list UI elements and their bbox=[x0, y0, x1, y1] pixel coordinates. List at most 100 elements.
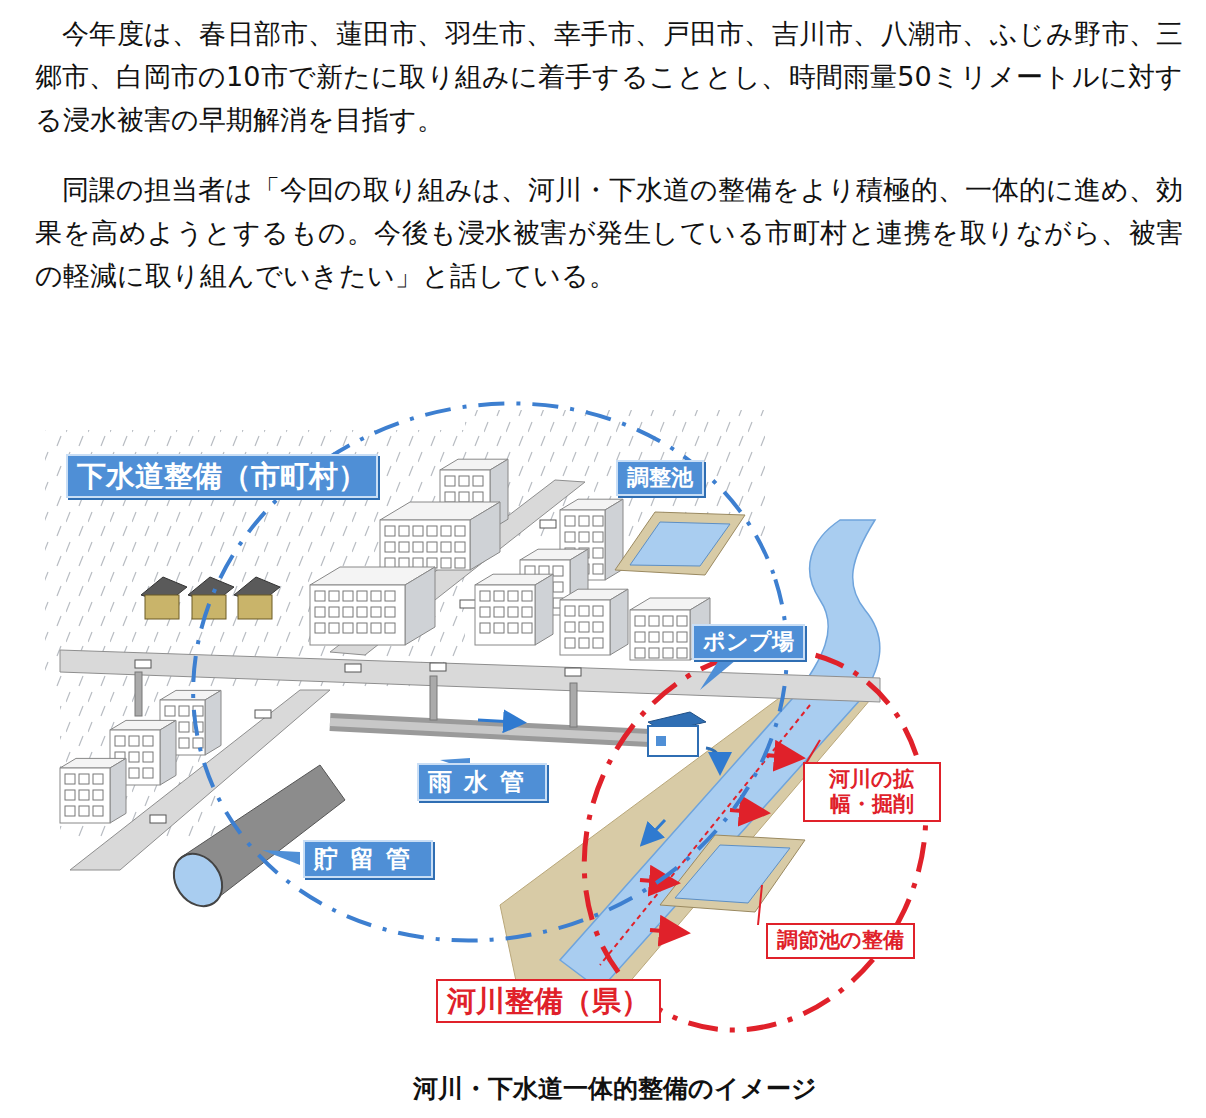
window bbox=[459, 476, 469, 486]
callout-pointer bbox=[262, 850, 300, 865]
region-heading: 下水道整備（市町村） bbox=[66, 454, 378, 499]
window bbox=[677, 632, 687, 642]
window bbox=[593, 622, 603, 632]
window bbox=[143, 752, 153, 762]
window bbox=[593, 564, 603, 574]
window bbox=[343, 623, 353, 633]
window bbox=[593, 532, 603, 542]
window bbox=[93, 806, 103, 816]
pond-water bbox=[630, 522, 730, 566]
storage-pipe-end bbox=[164, 844, 232, 915]
flow-arrow bbox=[648, 820, 665, 838]
paragraph: 今年度は、春日部市、蓮田市、羽生市、幸手市、戸田市、吉川市、八潮市、ふじみ野市、… bbox=[35, 12, 1183, 141]
window bbox=[371, 607, 381, 617]
window bbox=[494, 623, 504, 633]
window bbox=[593, 548, 603, 558]
window bbox=[357, 607, 367, 617]
drain-grate bbox=[255, 710, 271, 718]
pond-rim bbox=[615, 512, 745, 575]
building-side bbox=[160, 720, 176, 785]
window bbox=[579, 532, 589, 542]
region-heading: 河川整備（県） bbox=[436, 979, 661, 1024]
window bbox=[93, 774, 103, 784]
sewer-region bbox=[123, 327, 857, 1016]
window bbox=[553, 566, 563, 576]
drain-grate bbox=[460, 600, 476, 608]
window bbox=[357, 591, 367, 601]
window bbox=[143, 768, 153, 778]
window bbox=[663, 616, 673, 626]
paragraph: 同課の担当者は「今回の取り組みは、河川・下水道の整備をより積極的、一体的に進め、… bbox=[35, 168, 1183, 297]
window bbox=[508, 623, 518, 633]
window bbox=[455, 558, 465, 568]
drop-pipe bbox=[430, 676, 437, 720]
window bbox=[663, 632, 673, 642]
window bbox=[441, 526, 451, 536]
window bbox=[473, 492, 483, 502]
callout-label: 貯留管 bbox=[303, 840, 433, 879]
building-front bbox=[310, 585, 405, 645]
window bbox=[635, 648, 645, 658]
window bbox=[179, 706, 189, 716]
window bbox=[329, 607, 339, 617]
window bbox=[565, 606, 575, 616]
building-front bbox=[475, 585, 535, 645]
leader-line bbox=[758, 885, 762, 925]
window bbox=[343, 607, 353, 617]
rain bbox=[45, 430, 465, 690]
node-text: 雨水管 bbox=[428, 768, 536, 797]
drain-grate bbox=[150, 815, 166, 823]
node-text: 河川の拡幅・掘削 bbox=[814, 767, 929, 817]
window bbox=[357, 623, 367, 633]
window bbox=[656, 736, 666, 746]
building-side bbox=[535, 574, 553, 645]
node-text: 調整池 bbox=[627, 465, 693, 491]
window bbox=[593, 606, 603, 616]
callout-label: 調整池 bbox=[616, 460, 704, 496]
river bbox=[560, 520, 880, 990]
drain-grate bbox=[135, 660, 151, 668]
window bbox=[649, 648, 659, 658]
drain-grate bbox=[565, 668, 581, 676]
window bbox=[315, 607, 325, 617]
widening-arrow bbox=[765, 755, 790, 757]
window bbox=[79, 774, 89, 784]
window bbox=[565, 622, 575, 632]
window bbox=[445, 492, 455, 502]
building-side bbox=[470, 502, 500, 570]
window bbox=[193, 738, 203, 748]
window bbox=[579, 622, 589, 632]
drain-grate bbox=[345, 664, 361, 672]
window bbox=[459, 492, 469, 502]
window bbox=[413, 526, 423, 536]
window bbox=[129, 768, 139, 778]
drop-pipe bbox=[135, 672, 142, 716]
window bbox=[649, 616, 659, 626]
building-front bbox=[380, 520, 470, 570]
window bbox=[129, 736, 139, 746]
pump-station bbox=[648, 726, 698, 756]
building-side bbox=[110, 758, 126, 823]
house bbox=[238, 595, 272, 619]
rainwater-pipe bbox=[330, 722, 650, 738]
window bbox=[165, 706, 175, 716]
window bbox=[329, 591, 339, 601]
window bbox=[565, 532, 575, 542]
window bbox=[480, 623, 490, 633]
window bbox=[79, 806, 89, 816]
window bbox=[455, 526, 465, 536]
window bbox=[677, 648, 687, 658]
building-side bbox=[405, 567, 435, 645]
pond-rim bbox=[660, 835, 805, 912]
window bbox=[385, 623, 395, 633]
window bbox=[179, 722, 189, 732]
house bbox=[145, 595, 179, 619]
pond-water bbox=[675, 845, 790, 903]
outflow bbox=[706, 748, 720, 764]
window bbox=[427, 542, 437, 552]
window bbox=[65, 774, 75, 784]
window bbox=[522, 591, 532, 601]
window bbox=[553, 582, 563, 592]
node-text: 調節池の整備 bbox=[777, 928, 904, 953]
building-side bbox=[205, 690, 221, 755]
